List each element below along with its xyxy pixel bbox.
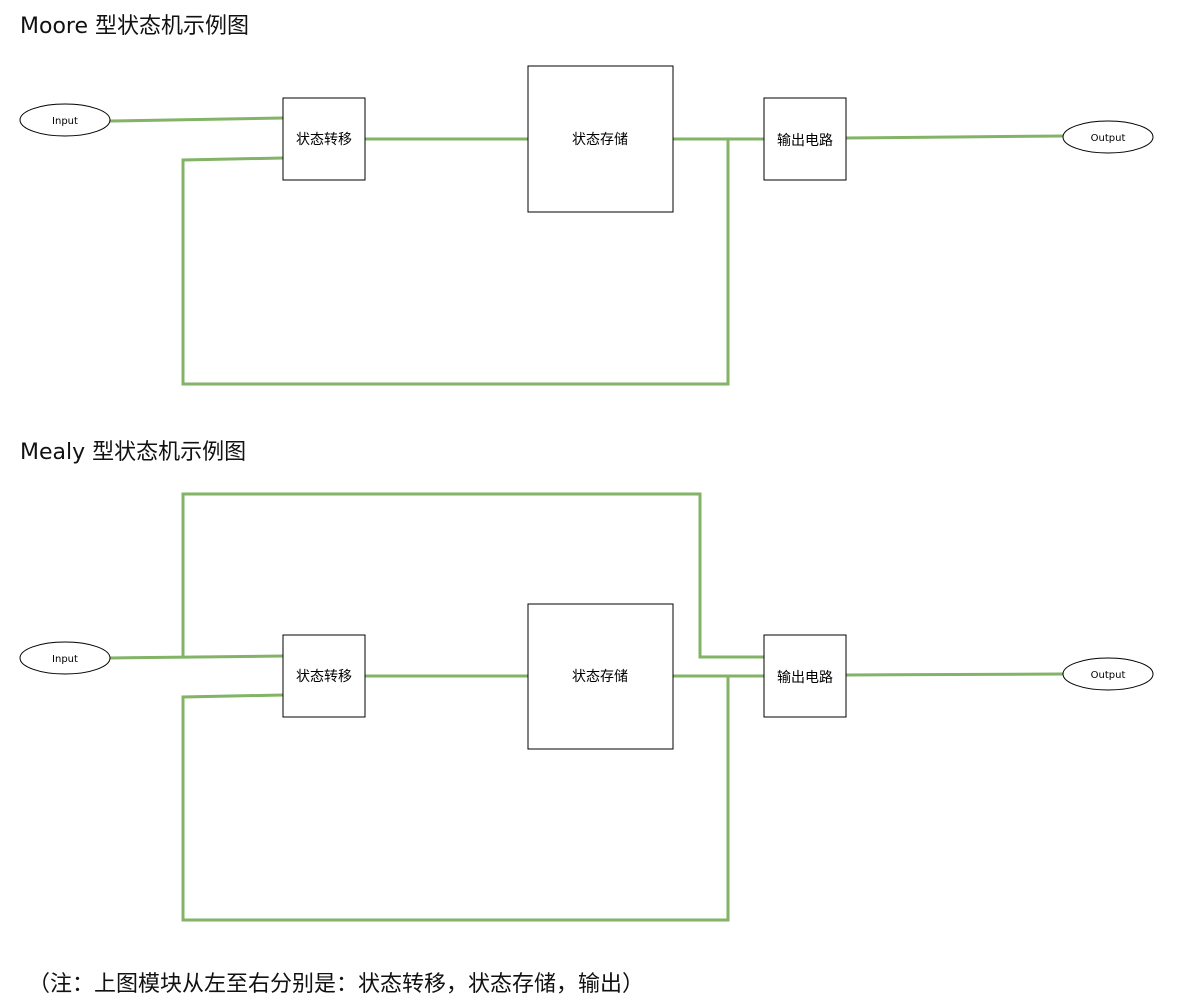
moore-diagram: Input 状态转移 状态存储 输出电路 Output [19,65,1154,386]
diagram-note: （注：上图模块从左至右分别是：状态转移，状态存储，输出） [28,972,645,997]
mealy-wire-input-transition [109,654,284,660]
mealy-output-circuit-label: 输出电路 [777,670,833,686]
moore-input-ellipse [19,103,111,137]
mealy-input-label: Input [52,654,78,665]
moore-wires [109,116,1064,386]
moore-storage-label: 状态存储 [572,132,628,148]
moore-wire-input-transition [109,116,284,123]
mealy-transition-block [282,634,366,718]
mealy-storage-label: 状态存储 [572,669,628,685]
mealy-diagram: Input 状态转移 状态存储 输出电路 Output [19,492,1154,922]
moore-transition-label: 状态转移 [296,132,352,148]
moore-storage-block [527,65,674,213]
moore-feedback-wire [181,139,730,386]
moore-output-circuit-block [763,97,847,181]
moore-output-circuit-label: 输出电路 [777,133,833,149]
moore-output-ellipse [1062,120,1154,154]
mealy-storage-block [527,603,674,750]
mealy-wire-output-circuit-output [845,672,1064,677]
mealy-output-circuit-block [763,634,847,718]
moore-input-label: Input [52,116,78,127]
mealy-output-label: Output [1091,670,1126,681]
mealy-feedback-wire [181,676,730,922]
mealy-transition-label: 状态转移 [296,669,352,685]
mealy-output-ellipse [1062,657,1154,691]
mealy-title: Mealy 型状态机示例图 [20,440,247,465]
moore-output-label: Output [1091,133,1126,144]
moore-transition-block [282,97,366,181]
mealy-input-ellipse [19,641,111,675]
moore-title: Moore 型状态机示例图 [20,14,249,39]
mealy-wires [109,492,1064,922]
mealy-wire-input-bypass [181,492,764,659]
moore-wire-output-circuit-output [845,134,1064,140]
